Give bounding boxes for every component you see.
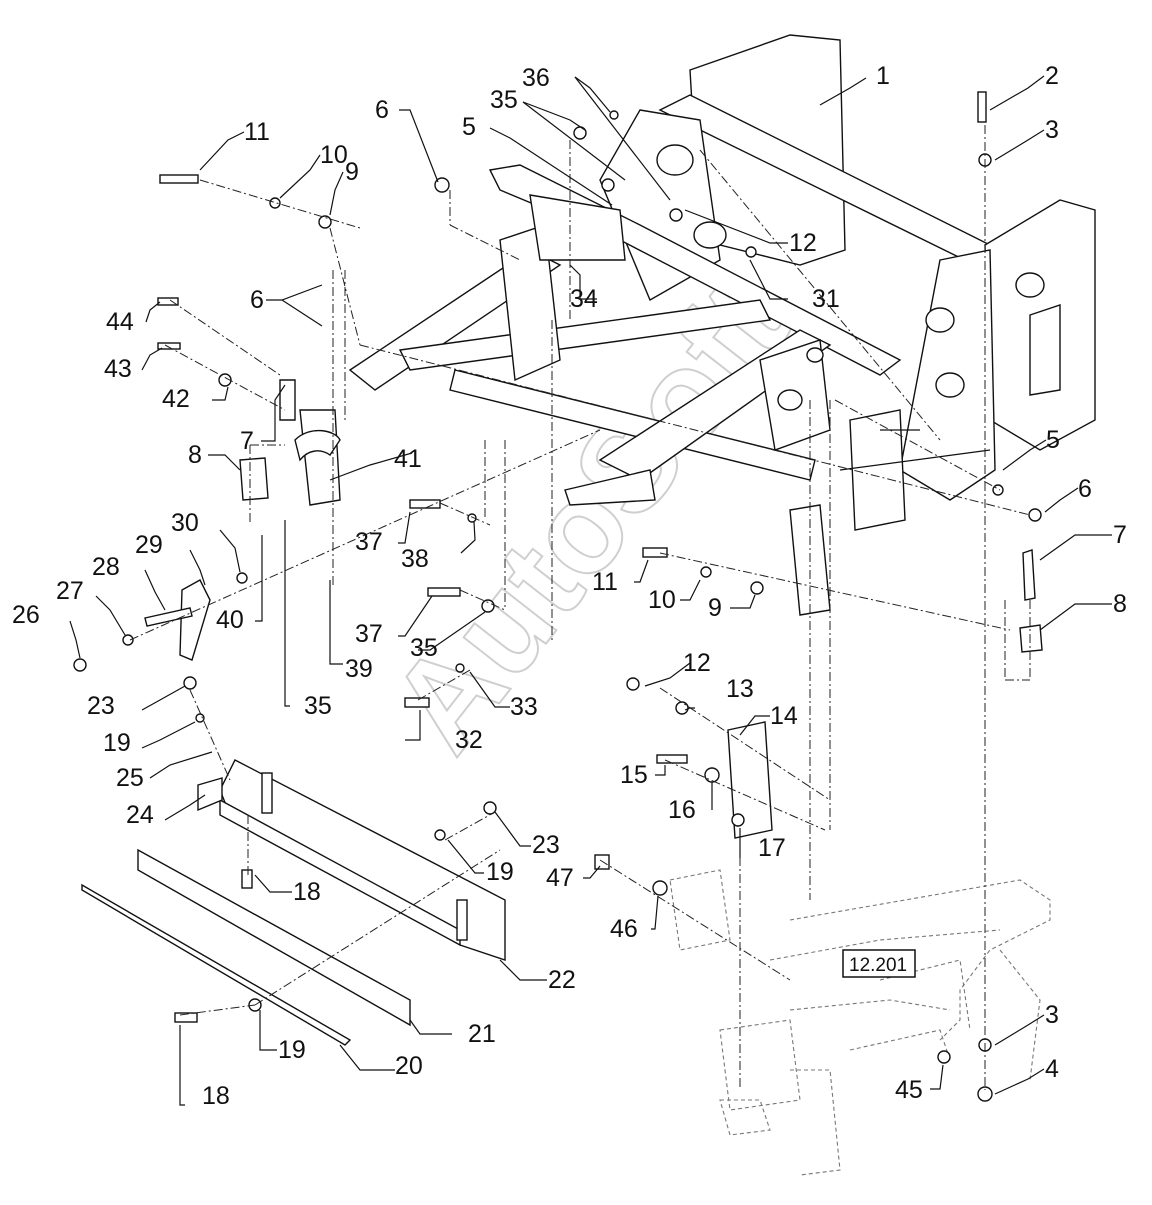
callout-25: 25: [116, 764, 144, 792]
callout-9: 9: [345, 158, 359, 186]
callout-12: 12: [789, 229, 817, 257]
callout-3: 3: [1045, 116, 1059, 144]
callout-18: 18: [202, 1082, 230, 1110]
callout-26: 26: [12, 601, 40, 629]
callout-5: 5: [1046, 426, 1060, 454]
callout-37: 37: [355, 620, 383, 648]
callout-18: 18: [293, 878, 321, 906]
callout-22: 22: [548, 966, 576, 994]
callout-5: 5: [462, 113, 476, 141]
callout-34: 34: [570, 285, 598, 313]
callout-17: 17: [758, 834, 786, 862]
callout-2: 2: [1045, 62, 1059, 90]
callout-3: 3: [1045, 1001, 1059, 1029]
callout-35: 35: [410, 634, 438, 662]
callout-7: 7: [1113, 521, 1127, 549]
callout-38: 38: [401, 545, 429, 573]
callout-46: 46: [610, 915, 638, 943]
reference-box: 12.201: [842, 949, 916, 978]
lower-bar-assembly: [81, 676, 506, 1046]
callout-6: 6: [375, 96, 389, 124]
callout-21: 21: [468, 1020, 496, 1048]
reference-box-label: 12.201: [849, 955, 907, 976]
callout-39: 39: [345, 655, 373, 683]
callout-40: 40: [216, 606, 244, 634]
callout-27: 27: [56, 577, 84, 605]
callout-9: 9: [708, 594, 722, 622]
callout-45: 45: [895, 1076, 923, 1104]
callout-16: 16: [668, 796, 696, 824]
callout-15: 15: [620, 761, 648, 789]
callout-labels: 1 2 3 3 4 5 5 6 6 6 7 7 8 8 9 9 10 10 11…: [12, 62, 1127, 1110]
callout-1: 1: [876, 62, 890, 90]
lower-mount-reference-assembly: [669, 869, 1051, 1176]
callout-10: 10: [648, 586, 676, 614]
callout-29: 29: [135, 531, 163, 559]
callout-30: 30: [171, 509, 199, 537]
callout-13: 13: [726, 675, 754, 703]
callout-42: 42: [162, 385, 190, 413]
callout-24: 24: [126, 801, 154, 829]
callout-10: 10: [320, 141, 348, 169]
assembly-center-lines: [129, 125, 1031, 1090]
callout-6: 6: [1078, 475, 1092, 503]
leader-lines: [69, 75, 1112, 1106]
callout-11: 11: [244, 118, 270, 146]
callout-14: 14: [770, 702, 798, 730]
callout-41: 41: [394, 445, 422, 473]
callout-23: 23: [87, 692, 115, 720]
callout-11: 11: [592, 568, 618, 596]
callout-19: 19: [278, 1036, 306, 1064]
main-frame: [348, 34, 1096, 616]
callout-31: 31: [812, 285, 840, 313]
callout-12: 12: [683, 649, 711, 677]
callout-35: 35: [490, 86, 518, 114]
callout-35: 35: [304, 692, 332, 720]
callout-20: 20: [395, 1052, 423, 1080]
callout-36: 36: [522, 64, 550, 92]
callout-6: 6: [250, 286, 264, 314]
callout-7: 7: [240, 427, 254, 455]
centre-hardware: [404, 91, 1043, 1102]
callout-37: 37: [355, 528, 383, 556]
callout-43: 43: [104, 355, 132, 383]
callout-4: 4: [1045, 1055, 1059, 1083]
callout-32: 32: [455, 726, 483, 754]
callout-33: 33: [510, 693, 538, 721]
callout-8: 8: [188, 441, 202, 469]
left-bracket-assembly: [73, 174, 450, 672]
callout-19: 19: [486, 858, 514, 886]
callout-23: 23: [532, 831, 560, 859]
callout-8: 8: [1113, 590, 1127, 618]
callout-28: 28: [92, 553, 120, 581]
callout-19: 19: [103, 729, 131, 757]
callout-44: 44: [106, 308, 134, 336]
callout-47: 47: [546, 864, 574, 892]
